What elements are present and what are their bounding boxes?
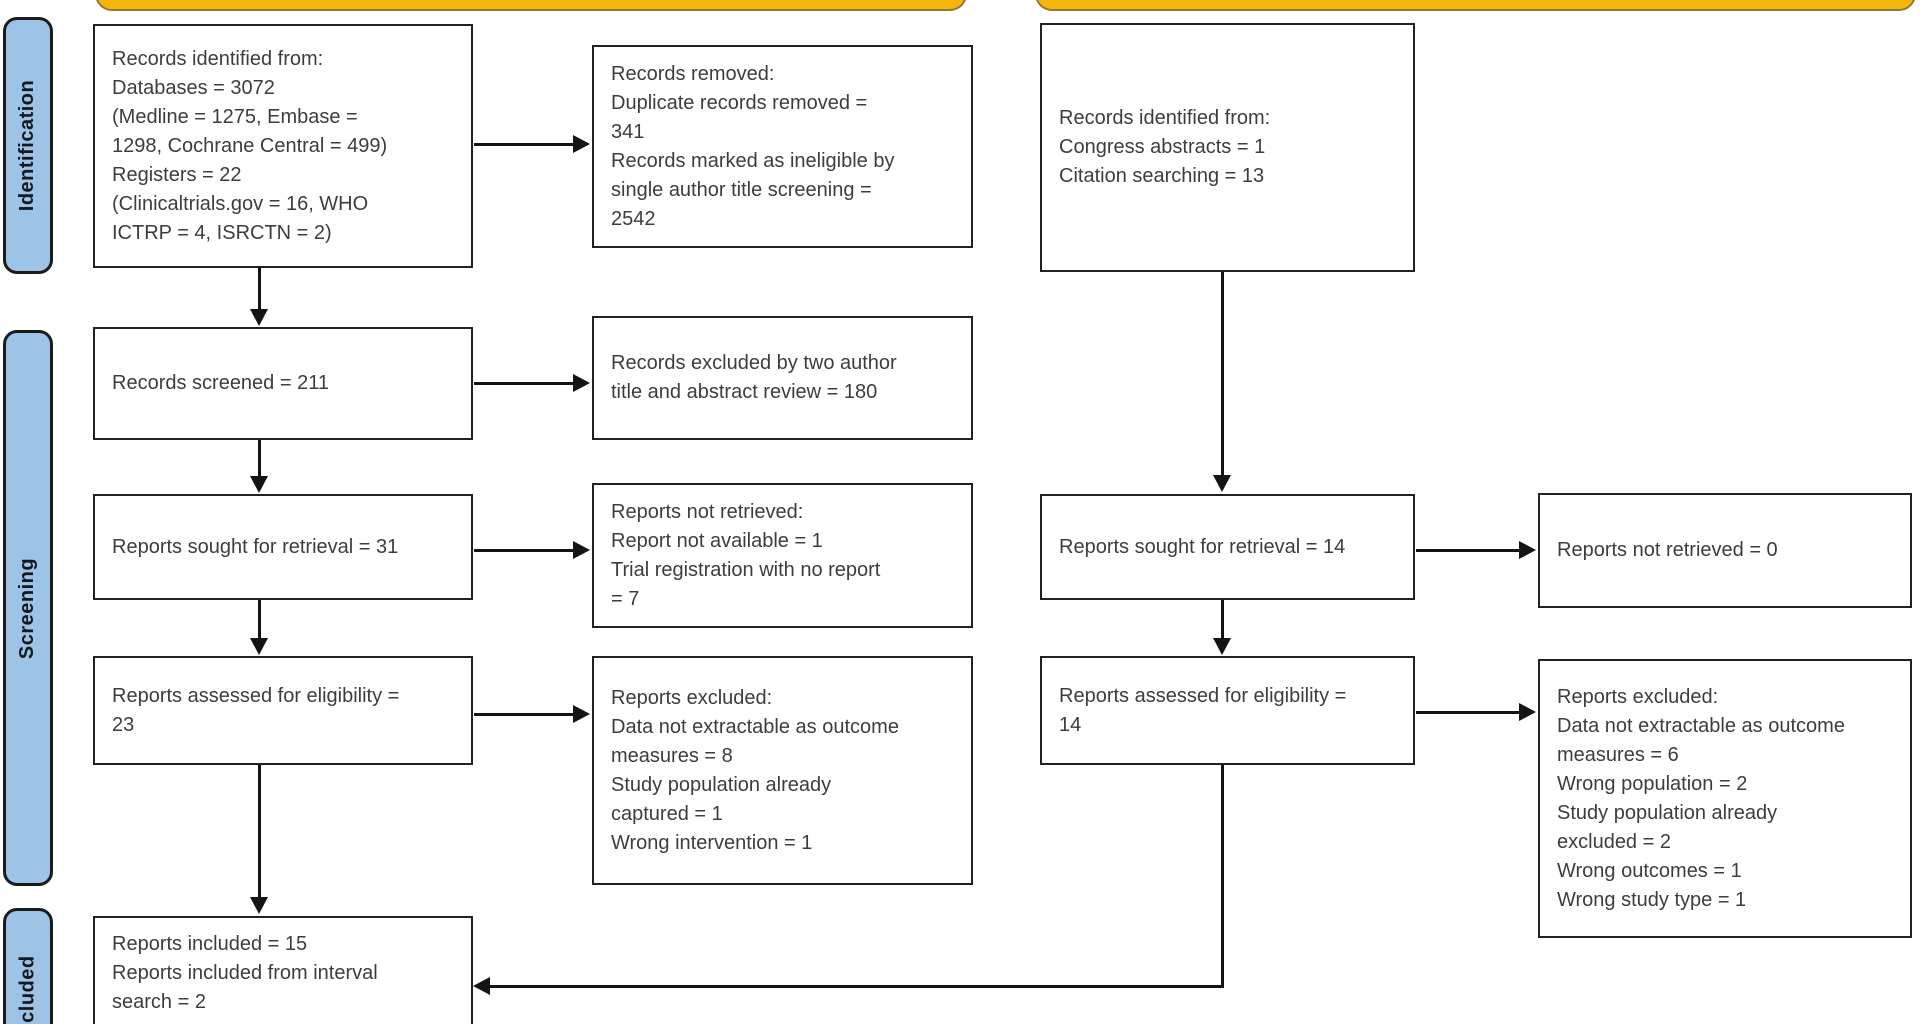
stage-identification: Identification: [3, 17, 53, 274]
text-line: Congress abstracts = 1: [1059, 136, 1266, 158]
text-line: Records removed:: [611, 62, 775, 85]
text-line: Duplicate records removed =: [611, 91, 868, 114]
text-line: captured = 1: [611, 802, 723, 825]
text-line: Reports assessed for eligibility =: [1059, 684, 1347, 707]
text-line: Databases = 3072: [112, 76, 275, 99]
text-line: ICTRP = 4, ISRCTN = 2): [112, 221, 332, 244]
text-line: Reports assessed for eligibility =: [112, 684, 400, 707]
box-reports-not-retrieved-other-methods: Reports not retrieved = 0: [1538, 493, 1912, 608]
text-line: Reports excluded:: [611, 686, 773, 709]
text-line: (Medline = 1275, Embase =: [112, 105, 358, 128]
text-line: Records screened = 211: [112, 372, 329, 394]
text-line: Wrong population = 2: [1557, 772, 1748, 795]
text-line: Records identified from:: [112, 47, 324, 70]
text-line: Records marked as ineligible by: [611, 149, 895, 172]
stage-included-label: Included: [16, 954, 39, 1024]
box-reports-sought-databases: Reports sought for retrieval = 31: [93, 494, 473, 600]
text-line: Data not extractable as outcome: [611, 715, 899, 738]
text-line: Records identified from:: [1059, 107, 1271, 129]
box-records-screened: Records screened = 211: [93, 327, 473, 440]
stage-screening: Screening: [3, 330, 53, 886]
box-records-identified-other-methods: Records identified from: Congress abstrac…: [1040, 23, 1415, 272]
text-line: = 7: [611, 587, 640, 610]
text-line: Trial registration with no report: [611, 558, 881, 581]
stage-screening-label: Screening: [16, 557, 39, 659]
box-records-removed: Records removed: Duplicate records remove…: [592, 45, 973, 248]
box-reports-excluded-databases: Reports excluded: Data not extractable as…: [592, 656, 973, 885]
text-line: Reports not retrieved = 0: [1557, 539, 1778, 561]
box-records-identified-databases: Records identified from: Databases = 3072…: [93, 24, 473, 268]
text-line: Reports included from interval: [112, 962, 378, 984]
text-line: Citation searching = 13: [1059, 165, 1265, 187]
text-line: 23: [112, 713, 135, 736]
text-line: Wrong outcomes = 1: [1557, 859, 1742, 882]
box-reports-assessed-databases: Reports assessed for eligibility = 23: [93, 656, 473, 765]
text-line: (Clinicaltrials.gov = 16, WHO: [112, 192, 369, 215]
box-reports-excluded-other-methods: Reports excluded: Data not extractable as…: [1538, 659, 1912, 938]
text-line: Registers = 22: [112, 163, 242, 186]
text-line: Reports not retrieved:: [611, 500, 804, 523]
text-line: 2542: [611, 207, 656, 230]
box-reports-included: Reports included = 15 Reports included fr…: [93, 916, 473, 1024]
text-line: Report not available = 1: [611, 529, 823, 552]
text-line: Reports sought for retrieval = 31: [112, 535, 399, 558]
text-line: measures = 8: [611, 744, 733, 767]
text-line: measures = 6: [1557, 743, 1679, 766]
text-line: Reports sought for retrieval = 14: [1059, 535, 1346, 558]
header-bar-databases-registers: [95, 0, 967, 11]
text-line: 341: [611, 120, 645, 143]
text-line: Reports included = 15: [112, 933, 308, 955]
text-line: 14: [1059, 713, 1082, 736]
text-line: Reports excluded:: [1557, 685, 1719, 708]
box-reports-assessed-other-methods: Reports assessed for eligibility = 14: [1040, 656, 1415, 765]
header-bar-other-methods: [1035, 0, 1916, 11]
text-line: Records excluded by two author: [611, 352, 897, 374]
text-line: excluded = 2: [1557, 830, 1671, 853]
stage-identification-label: Identification: [16, 79, 39, 212]
text-line: Wrong study type = 1: [1557, 888, 1747, 911]
text-line: Data not extractable as outcome: [1557, 714, 1845, 737]
box-records-excluded: Records excluded by two author title and …: [592, 316, 973, 440]
text-line: search = 2: [112, 991, 206, 1013]
text-line: Study population already: [1557, 801, 1778, 824]
text-line: Wrong intervention = 1: [611, 831, 813, 854]
text-line: Study population already: [611, 773, 832, 796]
text-line: single author title screening =: [611, 178, 872, 201]
stage-included: Included: [3, 908, 53, 1024]
box-reports-not-retrieved-databases: Reports not retrieved: Report not availab…: [592, 483, 973, 628]
text-line: 1298, Cochrane Central = 499): [112, 134, 388, 157]
text-line: title and abstract review = 180: [611, 381, 878, 403]
box-reports-sought-other-methods: Reports sought for retrieval = 14: [1040, 494, 1415, 600]
